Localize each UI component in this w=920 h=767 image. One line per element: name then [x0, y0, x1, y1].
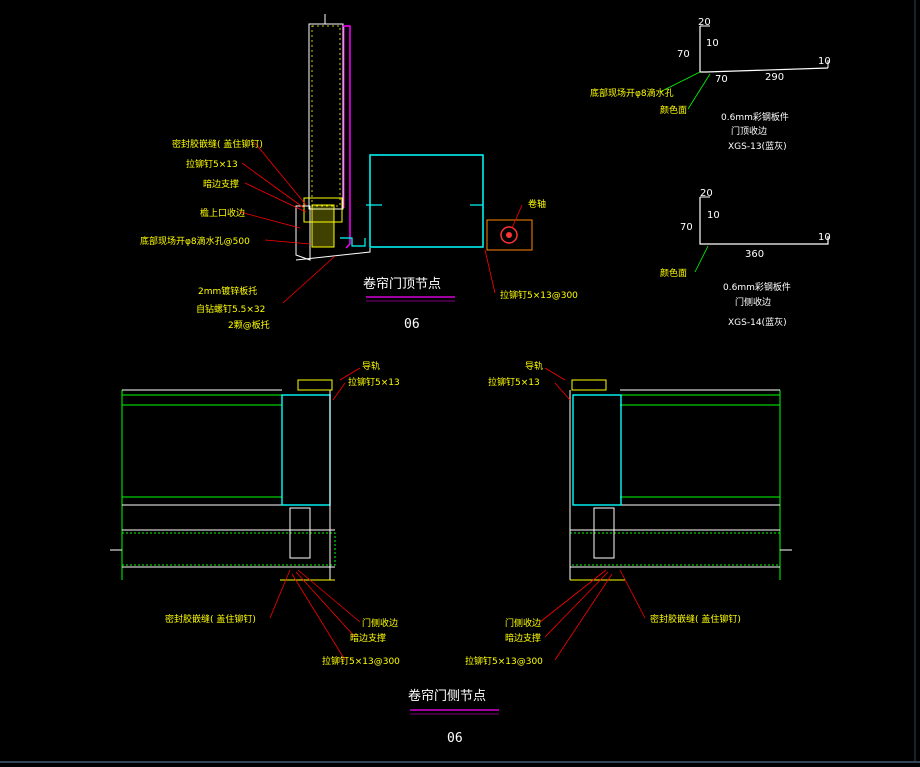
profile-14: 20 10 70 360 10 颜色面 0.6mm彩钢板件 门侧收边 XGS-1…	[660, 188, 831, 328]
p13-dim-end: 10	[818, 56, 831, 67]
p13-dim-return: 10	[706, 38, 719, 49]
p14-dim-return: 10	[707, 210, 720, 221]
left-support-label: 暗边支撑	[350, 632, 386, 644]
label-upper-flashing: 檐上口收边	[200, 207, 245, 219]
sealant-block	[303, 197, 343, 223]
label-sealant-top: 密封胶嵌缝( 盖住铆钉)	[172, 138, 263, 150]
p14-name: 门侧收边	[735, 296, 771, 308]
p14-code: XGS-14(蓝灰)	[728, 316, 787, 328]
top-leaders	[239, 142, 523, 304]
right-guide-cap	[571, 379, 607, 391]
p13-color-face: 颜色面	[660, 104, 687, 116]
p14-material: 0.6mm彩钢板件	[723, 281, 791, 293]
right-sealant-label: 密封胶嵌缝( 盖住铆钉)	[650, 613, 741, 625]
side-detail-scale: 06	[447, 731, 463, 746]
p14-dim-top: 20	[700, 188, 713, 199]
profile-13: 20 10 70 70 290 10 底部现场开φ8滴水孔 颜色面 0.6mm彩…	[590, 17, 831, 152]
p13-material: 0.6mm彩钢板件	[721, 111, 789, 123]
p14-dim-length: 360	[745, 249, 764, 260]
p13-dim-length: 290	[765, 72, 784, 83]
label-motor: 卷轴	[528, 198, 546, 210]
p13-dim-height: 70	[677, 49, 690, 60]
motor-icon	[500, 226, 518, 244]
left-guide-label: 导轨	[362, 360, 380, 372]
p13-drain: 底部现场开φ8滴水孔	[590, 87, 674, 99]
left-rivet-label: 拉铆钉5×13	[348, 376, 400, 388]
side-detail-left: 导轨 拉铆钉5×13 密封胶嵌缝( 盖住铆钉) 门侧收边 暗边支撑 拉铆钉5×1…	[110, 360, 400, 667]
label-rivet-spacing-top: 拉铆钉5×13@300	[500, 289, 578, 301]
top-detail: 密封胶嵌缝( 盖住铆钉) 拉铆钉5×13 暗边支撑 檐上口收边 底部现场开φ8滴…	[140, 14, 578, 332]
profile-13-shape	[699, 26, 829, 73]
top-detail-scale: 06	[404, 317, 420, 332]
p13-name: 门顶收边	[731, 125, 767, 137]
left-rivet-spacing-label: 拉铆钉5×13@300	[322, 655, 400, 667]
top-detail-title: 卷帘门顶节点	[363, 276, 441, 292]
insulation-hatch	[311, 25, 341, 207]
p13-dim-foot: 70	[715, 74, 728, 85]
right-rivet-spacing-label: 拉铆钉5×13@300	[465, 655, 543, 667]
side-detail-title: 卷帘门侧节点	[408, 688, 486, 704]
label-rivet-top: 拉铆钉5×13	[186, 158, 238, 170]
left-sealant-label: 密封胶嵌缝( 盖住铆钉)	[165, 613, 256, 625]
right-insulation	[569, 532, 781, 566]
label-support-top: 暗边支撑	[203, 178, 239, 190]
left-guide-rail	[281, 394, 331, 506]
left-anchor	[289, 507, 311, 559]
p14-dim-height: 70	[680, 222, 693, 233]
p13-dim-top: 20	[698, 17, 711, 28]
label-screw: 自钻螺钉5.5×32	[196, 303, 265, 315]
side-detail-right: 导轨 拉铆钉5×13 密封胶嵌缝( 盖住铆钉) 门侧收边 暗边支撑 拉铆钉5×1…	[465, 360, 792, 667]
door-track	[343, 25, 351, 249]
wall-panel	[308, 23, 344, 210]
profile-14-shape	[699, 197, 829, 245]
label-screw-spacing: 2颗@板托	[228, 319, 270, 331]
label-drain-hole: 底部现场开φ8滴水孔@500	[140, 235, 250, 247]
motor-box	[486, 219, 533, 251]
label-plate: 2mm镀锌板托	[198, 285, 257, 297]
p14-color-face: 颜色面	[660, 267, 687, 279]
left-guide-cap	[297, 379, 333, 391]
left-side-flashing-label: 门侧收边	[362, 617, 398, 629]
p14-dim-end: 10	[818, 232, 831, 243]
right-support-label: 暗边支撑	[505, 632, 541, 644]
right-guide-label: 导轨	[525, 360, 543, 372]
right-rivet-label: 拉铆钉5×13	[488, 376, 540, 388]
left-insulation	[121, 532, 336, 566]
right-anchor	[593, 507, 615, 559]
right-side-flashing-label: 门侧收边	[505, 617, 541, 629]
support-block	[311, 204, 335, 248]
coil-housing	[369, 154, 484, 248]
p13-code: XGS-13(蓝灰)	[728, 140, 787, 152]
right-guide-rail	[572, 394, 622, 506]
